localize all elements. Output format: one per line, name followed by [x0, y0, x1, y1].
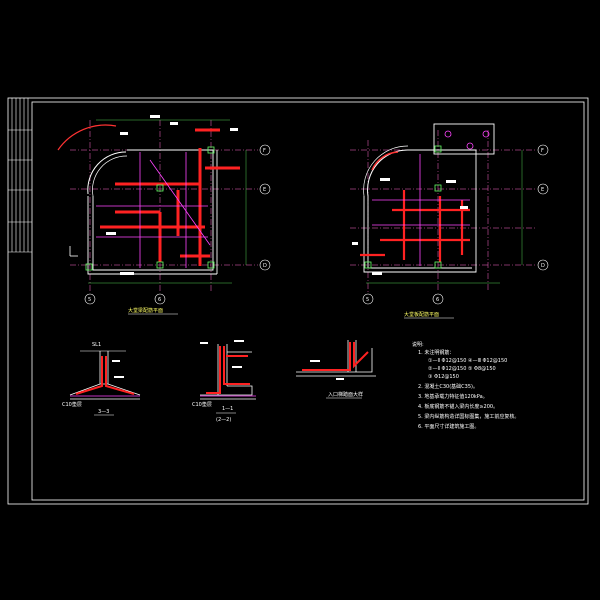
note-line-5: 2. 混凝土C30(基础C35)。	[418, 383, 478, 390]
note-line-7: 4. 板底钢筋不锚入梁内长度≥200。	[418, 403, 498, 410]
outer-frame	[7, 97, 589, 505]
right-plan: F E D 5 6 大堂板配筋平面	[350, 123, 549, 319]
note-line-6: 3. 地基承载力特征值120kPa。	[418, 393, 488, 400]
right-plan-title: 大堂板配筋平面	[404, 311, 439, 318]
note-line-9: 6. 平面尺寸详建筑施工图。	[418, 423, 479, 430]
note-line-4: ③ Φ12@150	[428, 374, 459, 380]
right-axis-f: F	[541, 148, 544, 154]
right-axis-5: 5	[366, 297, 369, 303]
right-axis-d: D	[541, 263, 545, 269]
section-2-mark: 1—1	[222, 406, 233, 412]
section-2-detail: C10垫层 1—1 (2—2)	[192, 340, 256, 423]
left-axis-d: D	[263, 263, 267, 269]
note-line-2: ①—Ⅱ Φ12@150 ④—Ⅲ Φ12@150	[428, 358, 507, 364]
inner-frame	[31, 101, 585, 501]
left-axis-6: 6	[158, 297, 161, 303]
section-2-level: C10垫层	[192, 401, 212, 408]
section-1-detail: SL1 C10垫层 3—3	[62, 342, 141, 416]
section-2-mark-alt: (2—2)	[216, 417, 231, 423]
right-plan-row-axes	[537, 144, 549, 271]
section-1-level: C10垫层	[62, 401, 82, 408]
section-1-top-label: SL1	[92, 342, 101, 348]
note-line-8: 5. 梁内纵筋构造详国标图集，施工前应复核。	[418, 413, 519, 420]
note-line-3: ②—Ⅱ Φ12@150 ⑤ Φ8@150	[428, 366, 496, 372]
left-plan: F E D 5 6 大堂梁配筋平面	[57, 115, 271, 315]
notes-title: 说明:	[412, 341, 424, 348]
section-1-mark: 3—3	[98, 409, 109, 415]
left-axis-e: E	[263, 187, 266, 193]
section-3-detail: 入口梯踏面大样	[296, 340, 376, 399]
right-axis-e: E	[541, 187, 544, 193]
right-axis-6: 6	[436, 297, 439, 303]
left-plan-title: 大堂梁配筋平面	[128, 307, 163, 314]
general-notes: 说明: 1. 未注明钢筋： ①—Ⅱ Φ12@150 ④—Ⅲ Φ12@150 ②—…	[412, 341, 519, 430]
note-line-1: 1. 未注明钢筋：	[418, 349, 454, 356]
left-axis-5: 5	[88, 297, 91, 303]
left-axis-f: F	[263, 148, 266, 154]
section-3-caption: 入口梯踏面大样	[328, 391, 363, 398]
left-plan-row-axes	[259, 144, 271, 271]
title-block-strip	[8, 98, 32, 253]
